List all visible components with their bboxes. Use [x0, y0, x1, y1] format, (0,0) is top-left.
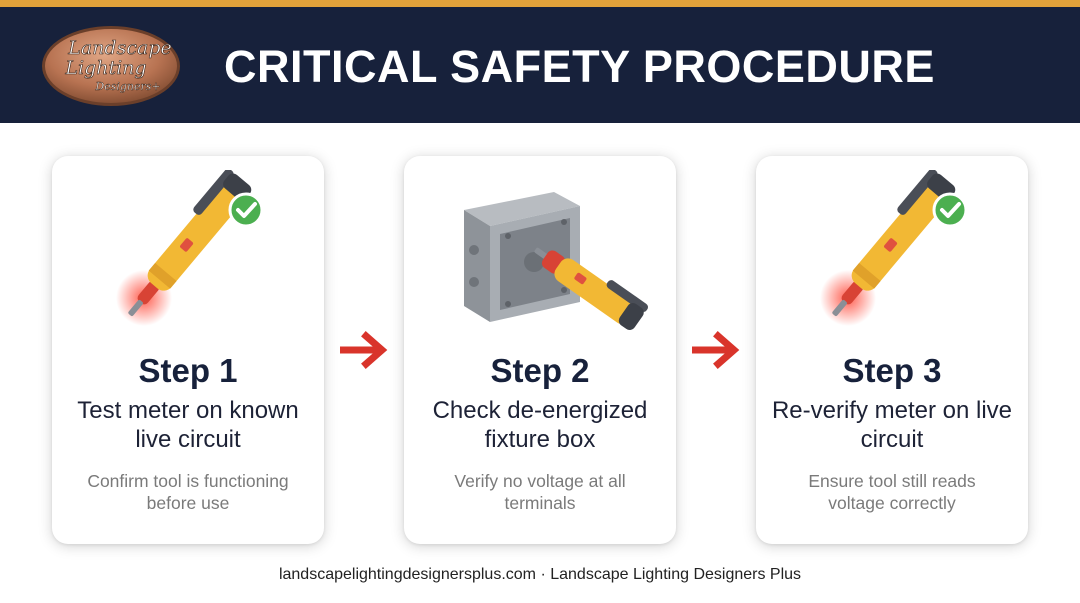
page-title: CRITICAL SAFETY PROCEDURE — [224, 41, 935, 92]
step-title: Step 3 — [842, 352, 942, 389]
junction-box-tester-icon — [464, 192, 648, 330]
company-logo[interactable]: Landscape Lighting Designers+ — [40, 24, 182, 108]
arrow-right-icon — [692, 331, 740, 369]
step-title: Step 1 — [138, 352, 238, 389]
footer-text: landscapelightingdesignersplus.com · Lan… — [278, 566, 802, 583]
step-heading: Test meter on known live circuit — [77, 397, 299, 453]
accent-stripe — [0, 0, 1080, 7]
step-card-1: Step 1 Test meter on known live circuit … — [52, 156, 324, 544]
logo-line-1: Landscape — [67, 37, 171, 59]
step-description: Ensure tool still reads voltage correctl… — [808, 471, 976, 513]
voltage-tester-check-icon — [116, 170, 264, 326]
step-description: Verify no voltage at all terminals — [454, 471, 626, 513]
logo-line-3: Designers+ — [94, 80, 160, 93]
header-banner: Landscape Lighting Designers+ CRITICAL S… — [0, 7, 1080, 123]
voltage-tester-check-icon — [820, 170, 968, 326]
arrow-right-icon — [340, 331, 388, 369]
logo-line-2: Lighting — [64, 57, 146, 79]
step-card-3: Step 3 Re-verify meter on live circuit E… — [756, 156, 1028, 544]
step-card-2: Step 2 Check de-energized fixture box Ve… — [404, 156, 676, 544]
step-heading: Check de-energized fixture box — [432, 397, 648, 453]
step-title: Step 2 — [490, 352, 590, 389]
step-heading: Re-verify meter on live circuit — [771, 397, 1013, 453]
step-description: Confirm tool is functioning before use — [87, 471, 289, 513]
